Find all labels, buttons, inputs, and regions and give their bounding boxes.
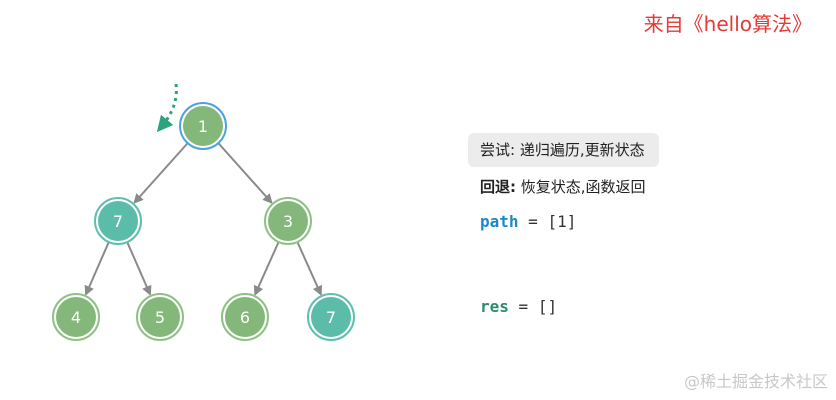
try-step-row: 尝试: 递归遍历,更新状态 <box>468 133 659 167</box>
tree-node-root: 1 <box>179 102 227 150</box>
watermark: @稀土掘金技术社区 <box>683 372 828 391</box>
res-variable: res <box>480 297 509 316</box>
source-tag: 来自《hello算法》 <box>643 12 812 36</box>
tree-node-label: 7 <box>326 308 336 327</box>
tree-node-left-right: 5 <box>136 293 184 341</box>
tree-node-label: 7 <box>113 212 123 231</box>
res-state: res = [] <box>480 297 557 316</box>
tree-node-left: 7 <box>94 197 142 245</box>
tree-node-circle <box>268 201 308 241</box>
tree-node-circle <box>311 297 351 337</box>
try-description: 递归遍历,更新状态 <box>519 141 645 159</box>
tree-edge-root-to-left <box>133 142 189 204</box>
tree-edge-right-to-right-left <box>253 241 280 297</box>
backtrack-step-row: 回退: 恢复状态,函数返回 <box>480 170 646 204</box>
tree-edge-left-to-left-left <box>84 241 110 296</box>
tree-edge-left-to-left-right <box>126 241 152 296</box>
backtrack-label: 回退: <box>480 178 516 196</box>
tree-node-left-left: 4 <box>52 293 100 341</box>
try-label: 尝试: <box>480 141 516 159</box>
tree-node-label: 3 <box>283 212 293 231</box>
tree-node-circle <box>98 201 138 241</box>
backtrack-description: 恢复状态,函数返回 <box>520 178 646 196</box>
tree-edge-right-to-right-right <box>296 241 323 297</box>
path-state: path = [1] <box>480 212 576 231</box>
tree-node-label: 4 <box>71 308 81 327</box>
res-value: = [] <box>518 297 558 316</box>
tree-node-circle <box>183 106 223 146</box>
tree-edges <box>84 142 323 297</box>
tree-nodes: 1 7 3 4 5 6 7 <box>52 102 355 341</box>
tree-node-circle <box>140 297 180 337</box>
path-value: = [1] <box>528 212 577 231</box>
tree-node-label: 6 <box>240 308 250 327</box>
tree-node-circle <box>56 297 96 337</box>
tree-edge-root-to-right <box>217 142 273 204</box>
tree-node-label: 5 <box>155 308 165 327</box>
traversal-pointer-arrow <box>156 83 178 133</box>
tree-node-right-right: 7 <box>307 293 355 341</box>
path-variable: path <box>480 212 519 231</box>
tree-node-right-left: 6 <box>221 293 269 341</box>
tree-node-right: 3 <box>264 197 312 245</box>
tree-node-circle <box>225 297 265 337</box>
tree-node-label: 1 <box>198 117 208 136</box>
